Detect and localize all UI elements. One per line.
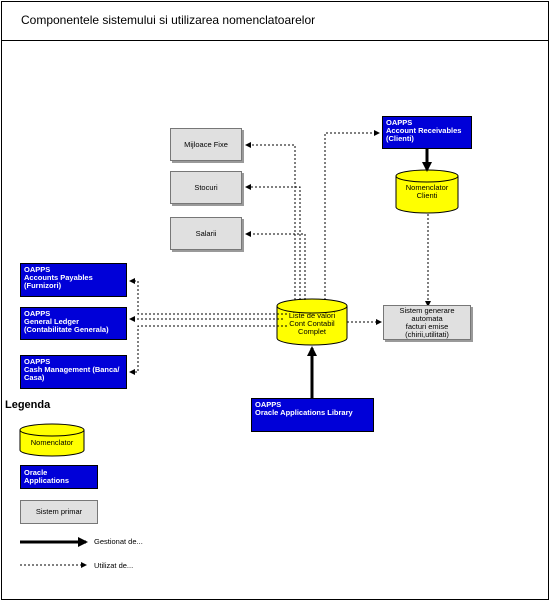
legend-oracle-applications-label: Oracle Applications (24, 468, 70, 485)
title-bar: Componentele sistemului si utilizarea no… (1, 1, 549, 41)
cylinder-nomenclator-clienti (395, 169, 459, 214)
cylinder-liste-valori (276, 298, 348, 346)
node-stocuri-label: Stocuri (194, 182, 218, 192)
node-salarii: Salarii (170, 217, 242, 250)
legend-sistem-primar: Sistem primar (20, 500, 98, 524)
node-salarii-label: Salarii (195, 228, 217, 238)
nomenclator-clienti-label: Nomenclator Clienti (405, 183, 449, 200)
dotted-to-mijloace-fixe (245, 142, 296, 300)
dotted-to-cash-management (129, 325, 287, 375)
legend-sistem-primar-label: Sistem primar (35, 507, 83, 516)
node-account-receivables: OAPPS Account Receivables (Clienti) (382, 116, 472, 149)
node-general-ledger: OAPPS General Ledger (Contabilitate Gene… (20, 307, 127, 340)
legend-oracle-applications: Oracle Applications (20, 465, 98, 489)
legend-gestionat-de: Gestionat de... (94, 537, 143, 546)
dotted-to-account-receivables (324, 130, 380, 300)
dotted-to-stocuri (245, 184, 301, 300)
node-stocuri: Stocuri (170, 171, 242, 204)
node-applications-library: OAPPS Oracle Applications Library (251, 398, 374, 432)
legend-cylinder (19, 423, 85, 457)
legend-title: Legenda (5, 399, 51, 411)
node-mijloace-fixe-label: Mijloace Fixe (184, 139, 228, 149)
node-sistem-generare-label: Sistem generare automata facturi emise (… (399, 305, 455, 339)
legend-nomenclator-label: Nomenclator (30, 438, 74, 447)
node-mijloace-fixe: Mijloace Fixe (170, 128, 242, 161)
diagram-title: Componentele sistemului si utilizarea no… (21, 13, 316, 27)
node-cash-management: OAPPS Cash Management (Banca/ Casa) (20, 355, 127, 389)
node-sistem-generare: Sistem generare automata facturi emise (… (383, 305, 471, 340)
node-accounts-payables: OAPPS Accounts Payables (Furnizori) (20, 263, 127, 297)
liste-valori-label: Liste de valori Cont Contabil Complet (288, 311, 336, 336)
dotted-to-accounts-payables (129, 278, 287, 315)
legend-utilizat-de: Utilizat de... (94, 561, 134, 570)
dotted-to-salarii (245, 231, 306, 300)
